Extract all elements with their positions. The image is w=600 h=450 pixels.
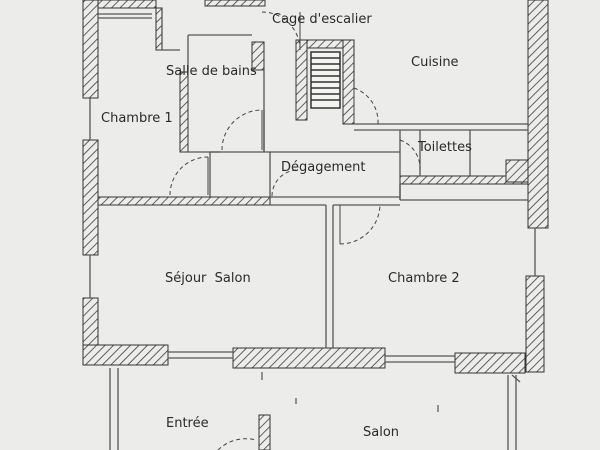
wall-top-left xyxy=(97,0,157,9)
wall-right-upper xyxy=(527,0,549,229)
label-chambre-2: Chambre 2 xyxy=(388,271,460,286)
room-labels: Cage d'escalier Salle de bains Cuisine C… xyxy=(101,12,472,440)
window-marks xyxy=(261,372,521,412)
thin-walls xyxy=(89,8,536,450)
wall-left-middle xyxy=(82,139,99,256)
wall-stair-right xyxy=(342,39,355,125)
wall-toilettes-divider xyxy=(505,159,529,183)
wall-bath-left xyxy=(179,71,189,153)
wall-entrance-pillar xyxy=(258,414,271,450)
label-cage-escalier: Cage d'escalier xyxy=(272,12,372,27)
label-cuisine: Cuisine xyxy=(411,55,459,70)
wall-top-mid xyxy=(204,0,266,7)
label-chambre-1: Chambre 1 xyxy=(101,111,173,126)
label-sejour-salon: Séjour Salon xyxy=(165,271,251,286)
label-entree: Entrée xyxy=(166,416,209,431)
wall-bottom-left xyxy=(82,344,169,366)
wall-chambre1-bottom xyxy=(97,196,271,206)
wall-stair-top xyxy=(306,39,344,49)
walls xyxy=(82,0,549,450)
label-toilettes: Toilettes xyxy=(417,140,472,155)
wall-left-upper xyxy=(82,0,99,99)
label-degagement: Dégagement xyxy=(281,160,365,175)
wall-stair-left xyxy=(295,39,308,121)
wall-bottom-right xyxy=(454,352,526,374)
doors xyxy=(169,11,421,450)
wall-right-lower xyxy=(525,275,545,373)
wall-bath-right xyxy=(251,41,265,71)
wall-bath-stub xyxy=(155,7,163,51)
wall-bottom-mid xyxy=(232,347,386,369)
staircase xyxy=(310,51,341,109)
label-salon: Salon xyxy=(363,425,399,440)
label-salle-de-bains: Salle de bains xyxy=(166,64,257,79)
